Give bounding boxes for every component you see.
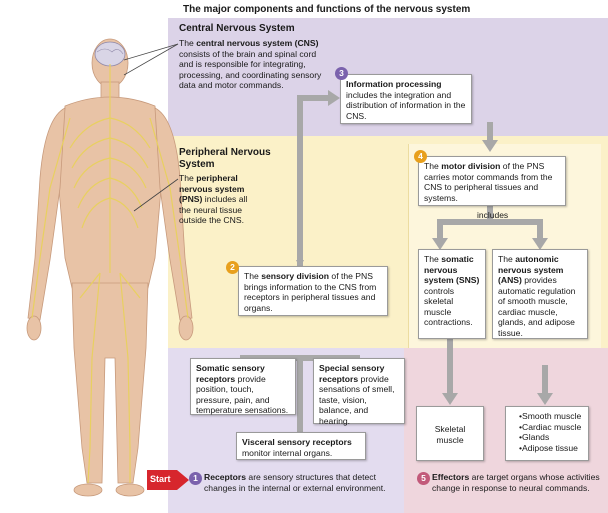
special-receptors-box: Special sensory receptors provide sensat…	[313, 358, 405, 426]
receptors-description: Receptors are sensory structures that de…	[204, 472, 386, 493]
pns-description: The peripheral nervous system (PNS) incl…	[179, 173, 248, 225]
motor-division-box: The motor division of the PNS carries mo…	[418, 156, 566, 206]
effector-item: Adipose tissue	[519, 443, 583, 454]
start-label: Start	[150, 474, 171, 484]
effector-item: Glands	[519, 432, 583, 443]
step-3-badge: 3	[335, 67, 348, 80]
skeletal-muscle-box: Skeletal muscle	[416, 406, 484, 461]
sns-box: The somatic nervous system (SNS) control…	[418, 249, 486, 339]
visceral-receptors-box: Visceral sensory receptors monitor inter…	[236, 432, 366, 460]
pns-heading: Peripheral Nervous System	[179, 147, 271, 170]
effectors-description: Effectors are target organs whose activi…	[432, 472, 600, 493]
step-2-badge: 2	[226, 261, 239, 274]
includes-label: includes	[477, 210, 509, 220]
cns-pointer-line	[123, 43, 179, 76]
effector-list-box: Smooth muscle Cardiac muscle Glands Adip…	[505, 406, 589, 461]
effector-item: Cardiac muscle	[519, 422, 583, 433]
sensory-division-box: The sensory division of the PNS brings i…	[238, 266, 388, 316]
step-5-badge: 5	[417, 472, 430, 485]
cns-heading: Central Nervous System	[179, 23, 295, 34]
step-4-badge: 4	[414, 150, 427, 163]
diagram-title: The major components and functions of th…	[183, 4, 471, 15]
human-figure-illustration	[26, 38, 194, 497]
cns-description: The central nervous system (CNS) consist…	[179, 38, 322, 90]
start-arrow-icon	[147, 470, 189, 490]
step-1-badge: 1	[189, 472, 202, 485]
ans-box: The autonomic nervous system (ANS) provi…	[492, 249, 588, 339]
information-processing-box: Information processing includes the inte…	[340, 74, 472, 124]
effector-item: Smooth muscle	[519, 411, 583, 422]
somatic-receptors-box: Somatic sensory receptors provide positi…	[190, 358, 296, 415]
pns-pointer-line	[133, 178, 179, 212]
